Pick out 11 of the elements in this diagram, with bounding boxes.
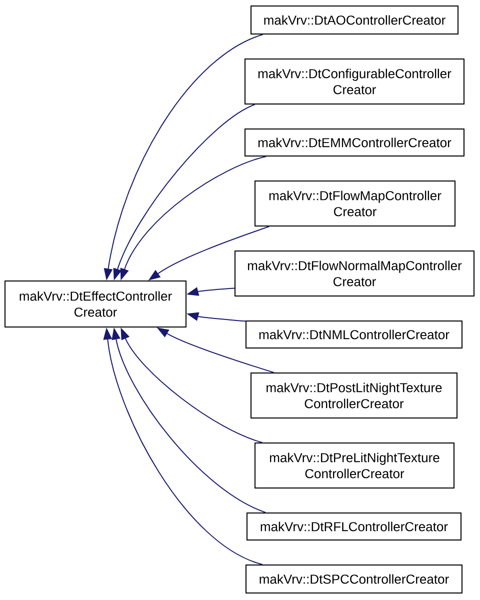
class-box: makVrv::DtRFLControllerCreator [246, 512, 462, 540]
class-box: makVrv::DtSPCControllerCreator [246, 564, 462, 594]
class-box: makVrv::DtFlowMapController Creator [254, 180, 456, 226]
class-box: makVrv::DtPostLitNightTexture ControllerCreator [250, 372, 458, 418]
class-box: makVrv::DtEffectController Creator [4, 280, 186, 328]
class-box: makVrv::DtAOControllerCreator [250, 6, 458, 34]
class-box: makVrv::DtPreLitNightTexture ControllerCreator [254, 442, 454, 488]
class-box: makVrv::DtConfigurableController Creator [244, 58, 464, 104]
class-box: makVrv::DtEMMControllerCreator [244, 128, 464, 156]
class-box: makVrv::DtNMLControllerCreator [246, 320, 462, 348]
class-box: makVrv::DtFlowNormalMapController Creator [234, 250, 474, 296]
